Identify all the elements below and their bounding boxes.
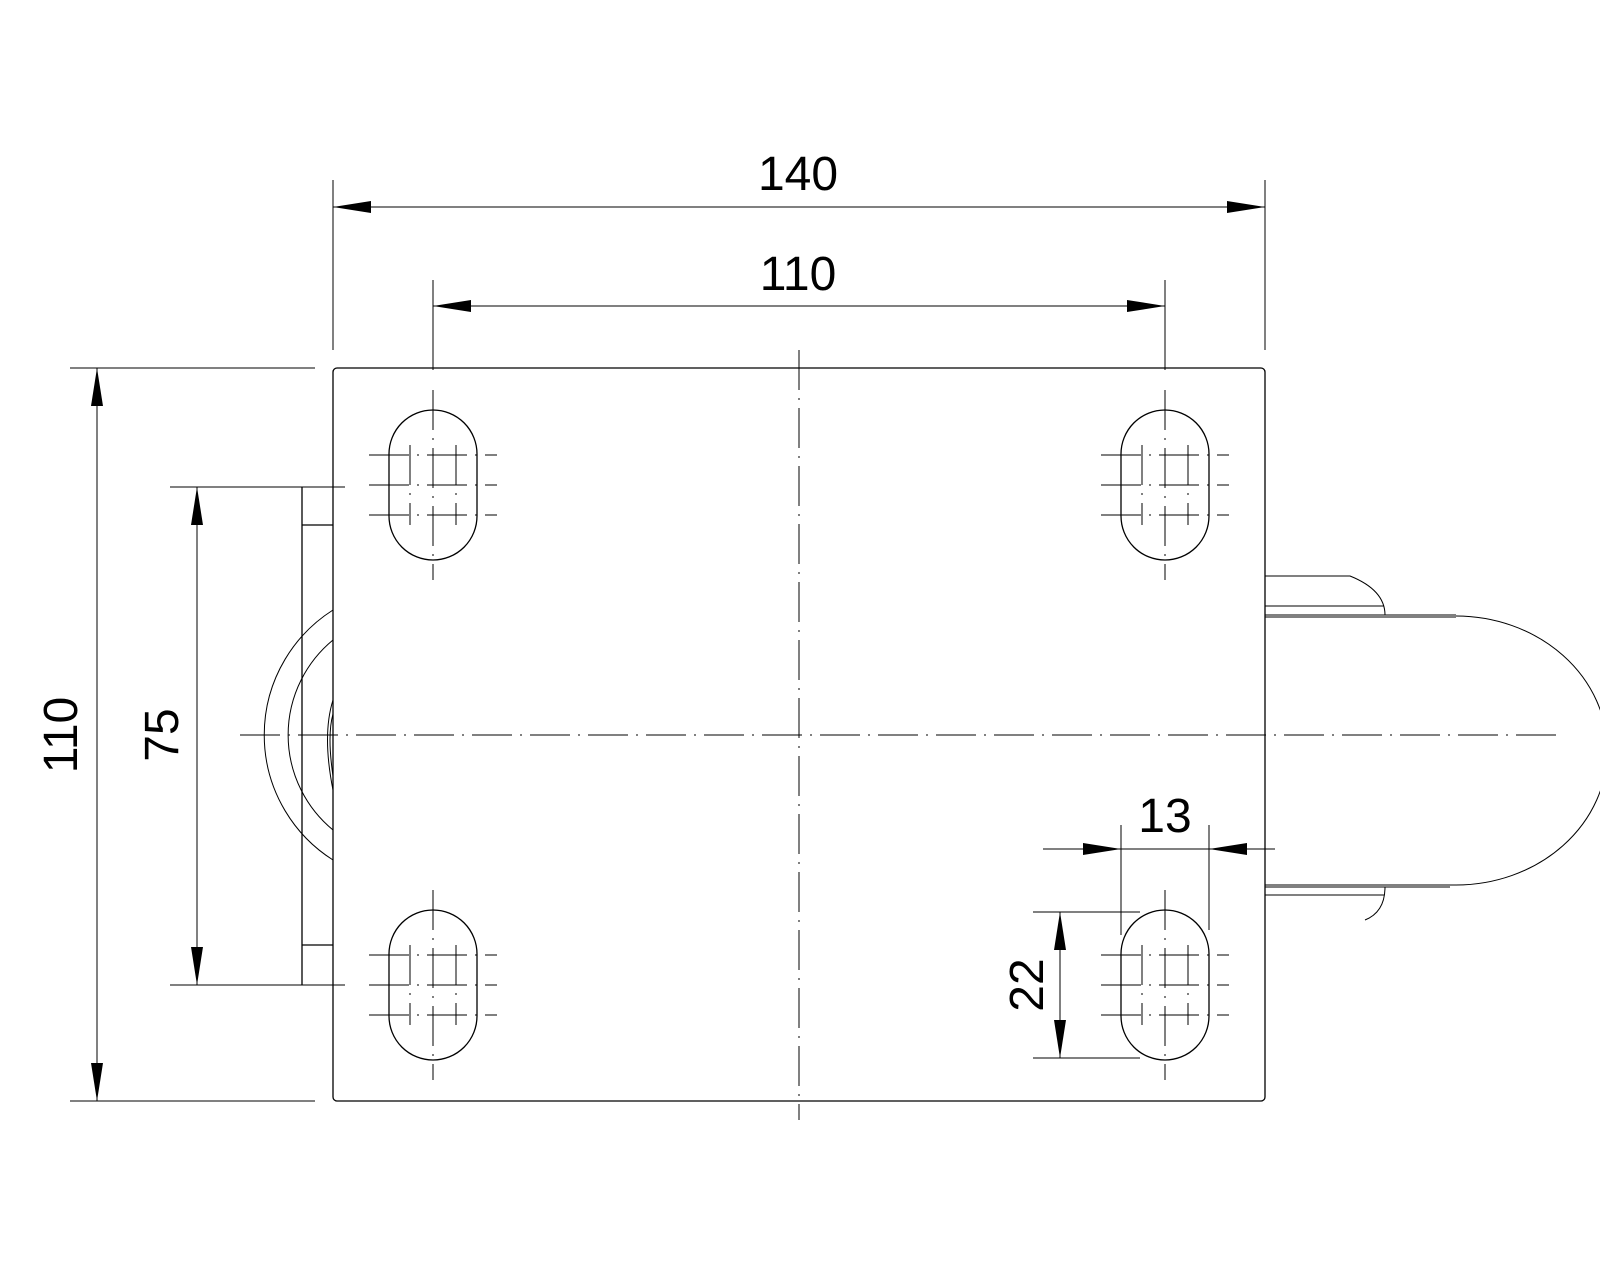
dimension-slot-width: 13	[1043, 790, 1275, 935]
dim-140-label: 140	[758, 148, 838, 201]
dimension-hole-spacing-x: 110	[432, 248, 1166, 370]
dim-75-label: 75	[136, 708, 189, 761]
slot	[1101, 890, 1229, 1080]
dim-22-label: 22	[1001, 958, 1054, 1011]
dimension-slot-length: 22	[1001, 911, 1140, 1059]
dimension-overall-width: 140	[332, 148, 1266, 350]
slot	[369, 890, 497, 1080]
slot	[369, 390, 497, 580]
slot	[1101, 390, 1229, 580]
dim-110-top-label: 110	[760, 248, 837, 301]
mounting-slots	[369, 390, 1229, 1080]
dimension-overall-height: 110	[35, 367, 315, 1102]
left-wheel-bracket	[263, 487, 334, 985]
dim-110-left-label: 110	[35, 697, 88, 774]
dim-13-label: 13	[1138, 790, 1191, 843]
mounting-plate	[332, 367, 1266, 1102]
right-wheel-bracket	[1265, 575, 1600, 921]
dimension-hole-spacing-y: 75	[136, 486, 345, 986]
